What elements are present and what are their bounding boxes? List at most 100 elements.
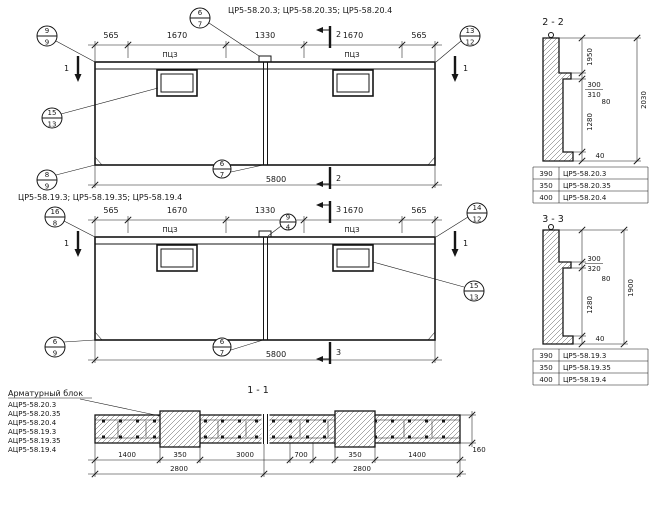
callout-number: 6 [220, 338, 225, 346]
dim-value: 565 [411, 206, 426, 215]
callout-right: 14 12 [435, 202, 488, 238]
dim-value: 1400 [408, 451, 426, 459]
callout-number: 9 [45, 27, 49, 35]
callout-number: 15 [48, 109, 57, 117]
dim-value: 320 [587, 265, 600, 273]
table-cell-width: 350 [539, 182, 552, 190]
table-cell-mark: ЦР5-58.20.4 [563, 194, 607, 202]
table-cell-mark: ЦР5-58.19.35 [563, 364, 611, 372]
dim-value: 2800 [353, 465, 371, 473]
callout-number: 16 [51, 208, 60, 216]
window-opening-left [156, 69, 198, 97]
callout-number: 7 [220, 349, 224, 357]
window-opening-left [156, 244, 198, 272]
section-mark-3-top: 3 [316, 201, 341, 223]
section-mark-label: 1 [64, 239, 69, 248]
section-2-2-dims: 1950 300 310 80 1280 40 2030 [559, 34, 648, 165]
callout-window: 15 13 [372, 261, 485, 302]
callout-top-left: 16 8 [44, 206, 96, 238]
callout-number: 8 [45, 171, 49, 179]
section-mark-1-right: 1 [451, 56, 468, 82]
dim-value: 1670 [343, 31, 363, 40]
callout-number: 9 [45, 183, 49, 191]
callout-number: 6 [53, 338, 58, 346]
section-mark-label: 1 [463, 64, 468, 73]
lintel-label-right: ПЦЗ [344, 51, 360, 59]
dim-value: 1670 [167, 31, 187, 40]
lintel-label-right: ПЦЗ [344, 226, 360, 234]
callout-number: 13 [48, 121, 57, 129]
table-cell-width: 390 [539, 352, 552, 360]
callout-right: 13 12 [435, 25, 481, 63]
dim-value: 300 [587, 81, 600, 89]
dim-value: 1280 [586, 113, 594, 131]
dim-value: 3000 [236, 451, 254, 459]
dim-value: 1900 [627, 279, 635, 297]
panel-top-body [94, 55, 436, 166]
dim-value: 350 [173, 451, 186, 459]
dim-value: 565 [411, 31, 426, 40]
legend-title: Арматурный блок [8, 389, 83, 398]
callout-number: 12 [466, 39, 475, 47]
callout-window: 15 13 [41, 87, 159, 129]
panel-bottom-title: ЦР5-58.19.3; ЦР5-58.19.35; ЦР5-58.19.4 [18, 193, 182, 202]
callout-bottom-left: 6 9 [44, 336, 96, 358]
callout-number: 6 [220, 160, 225, 168]
lifting-loop-icon [548, 224, 554, 230]
callout-number: 9 [53, 350, 57, 358]
section-mark-1-left: 1 [64, 56, 82, 82]
section-mark-2-bottom: 2 [316, 167, 341, 189]
dim-value: 300 [587, 255, 600, 263]
panel-joint [261, 414, 270, 444]
armature-block-right [334, 410, 376, 448]
section-3-3-dims: 300 320 80 1280 40 1900 [559, 226, 635, 348]
dim-total: 5800 [266, 175, 286, 184]
dim-value: 1330 [255, 31, 275, 40]
section-mark-label: 2 [336, 30, 341, 39]
dim-total: 5800 [266, 350, 286, 359]
section-2-2: 2 - 2 1950 300 310 80 1280 40 2030 [532, 17, 649, 204]
callout-bottom-center: 6 7 [212, 159, 264, 179]
dim-value: 565 [103, 206, 118, 215]
section-3-3-title: 3 - 3 [542, 214, 564, 225]
callout-number: 13 [470, 294, 479, 302]
dim-value: 40 [596, 335, 605, 343]
section-mark-1-right: 1 [451, 231, 468, 257]
callout-number: 9 [45, 39, 49, 47]
section-2-2-profile [542, 37, 574, 162]
dim-value: 40 [596, 152, 605, 160]
callout-bottom-left: 8 9 [36, 164, 96, 191]
dim-value: 350 [348, 451, 361, 459]
panel-bottom-dim-line: 565 1670 1330 1670 565 [88, 206, 442, 236]
table-cell-mark: ЦР5-58.20.35 [563, 182, 611, 190]
legend-item: АЦР5-58.19.35 [8, 437, 61, 445]
dim-value: 80 [602, 98, 611, 106]
window-opening-right [332, 69, 374, 97]
table-cell-mark: ЦР5-58.20.3 [563, 170, 606, 178]
section-mark-label: 1 [463, 239, 468, 248]
section-1-1-title: 1 - 1 [247, 385, 269, 396]
section-2-2-table: 390 ЦР5-58.20.3 350 ЦР5-58.20.35 400 ЦР5… [532, 166, 649, 204]
callout-number: 7 [220, 171, 224, 179]
dim-value: 565 [103, 31, 118, 40]
window-opening-right [332, 244, 374, 272]
callout-number: 14 [473, 204, 482, 212]
table-cell-width: 400 [539, 194, 552, 202]
dim-value: 80 [602, 275, 611, 283]
plan-strip [94, 410, 461, 448]
callout-number: 15 [470, 282, 479, 290]
dim-value: 1670 [167, 206, 187, 215]
dim-value: 1950 [586, 48, 594, 66]
callout-number: 12 [473, 216, 482, 224]
lintel-label-left: ПЦЗ [162, 226, 178, 234]
legend-item: АЦР5-58.20.3 [8, 401, 56, 409]
section-2-2-title: 2 - 2 [542, 17, 564, 28]
callout-top-left: 9 9 [36, 25, 96, 63]
dim-value: 1670 [343, 206, 363, 215]
table-cell-mark: ЦР5-58.19.4 [563, 376, 607, 384]
plan-dim-row-1: 1400 350 3000 700 350 1400 [88, 443, 466, 477]
section-mark-1-left: 1 [64, 231, 82, 257]
section-mark-label: 1 [64, 64, 69, 73]
